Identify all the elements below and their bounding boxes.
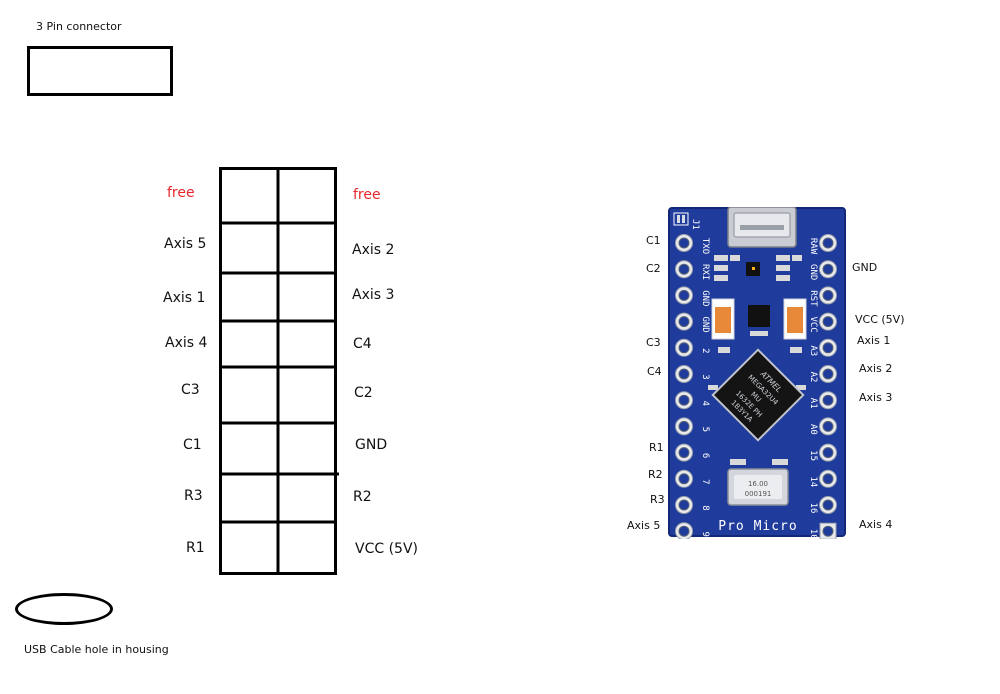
header-pad-hole — [822, 473, 834, 485]
capacitor-left — [715, 307, 731, 333]
header-pad-hole — [822, 289, 834, 301]
pin-silk-label: RXI — [700, 264, 710, 280]
header-pad-hole — [678, 263, 690, 275]
pin-silk-label: 14 — [808, 476, 818, 487]
grid-left-label: C1 — [183, 437, 202, 453]
board-left-label: C4 — [647, 365, 662, 378]
board-left-label: C1 — [646, 234, 661, 247]
header-pad-hole — [822, 342, 834, 354]
header-pad-hole — [678, 420, 690, 432]
usb-cable-hole-outline — [15, 593, 113, 625]
header-pad-hole — [822, 394, 834, 406]
grid-right-label: GND — [355, 437, 388, 453]
pin-silk-label: VCC — [808, 316, 818, 332]
board-left-label: R1 — [649, 441, 664, 454]
pin-silk-label: A3 — [808, 345, 818, 356]
board-left-label: R2 — [648, 468, 663, 481]
usb-hole-label: USB Cable hole in housing — [24, 643, 169, 656]
crystal-text: 000191 — [745, 490, 772, 498]
grid-right-label: C2 — [354, 385, 373, 401]
pin-silk-label: A0 — [808, 424, 818, 435]
pin-silk-label: 7 — [700, 479, 710, 484]
header-pad-hole — [822, 499, 834, 511]
board-name: Pro Micro — [718, 519, 797, 534]
header-pad-hole — [678, 368, 690, 380]
pin-silk-label: RAW — [808, 238, 818, 255]
board-left-label: C2 — [646, 262, 661, 275]
board-left-label: C3 — [646, 336, 661, 349]
grid-left-label: R3 — [184, 488, 203, 504]
grid-right-label: R2 — [353, 489, 372, 505]
pin-silk-label: 2 — [700, 348, 710, 353]
header-pad-hole — [678, 237, 690, 249]
pin-silk-label: 6 — [700, 453, 710, 458]
connector-grid — [219, 167, 339, 575]
header-pad-hole — [678, 316, 690, 328]
header-pad-hole — [678, 473, 690, 485]
board-right-label: Axis 1 — [857, 334, 891, 347]
grid-left-label: C3 — [181, 382, 200, 398]
pin-silk-label: 8 — [700, 505, 710, 510]
crystal-text: 16.00 — [748, 480, 768, 488]
regulator-chip — [748, 305, 770, 327]
right-header-pads — [819, 234, 837, 539]
pin-silk-label: GND — [700, 290, 710, 306]
grid-left-label: Axis 5 — [164, 236, 207, 252]
grid-left-label: Axis 1 — [163, 290, 206, 306]
grid-left-label: R1 — [186, 540, 205, 556]
pin-silk-label: 5 — [700, 427, 710, 432]
pin-silk-label: GND — [700, 316, 710, 332]
pin-silk-label: 16 — [808, 503, 818, 514]
pin-silk-label: TXO — [700, 238, 710, 254]
board-right-label: VCC (5V) — [855, 313, 905, 326]
header-pad-hole — [678, 342, 690, 354]
grid-right-label: Axis 3 — [352, 287, 395, 303]
board-right-label: Axis 3 — [859, 391, 893, 404]
main-mcu-chip — [711, 348, 805, 442]
grid-right-label: C4 — [353, 336, 372, 352]
header-pad-hole — [678, 499, 690, 511]
pin-silk-label: 10 — [808, 529, 818, 539]
pin-silk-label: 9 — [700, 531, 710, 536]
grid-right-label: VCC (5V) — [355, 541, 418, 557]
left-header-pads — [675, 234, 693, 539]
board-right-label: Axis 4 — [859, 518, 893, 531]
pin-silk-label: A2 — [808, 372, 818, 383]
pin-silk-label: A1 — [808, 398, 818, 409]
header-pad-hole — [678, 289, 690, 301]
board-right-label: GND — [852, 261, 878, 274]
header-pad-hole — [822, 525, 834, 537]
pin-silk-label: RST — [808, 290, 818, 307]
pin-silk-label: 3 — [700, 374, 710, 379]
grid-left-label: free — [167, 185, 195, 201]
board-right-label: Axis 2 — [859, 362, 893, 375]
header-pad-hole — [678, 525, 690, 537]
pro-micro-board: J1 ATMEL MEGA32U4 MU 1632E PH 1B3Y1A 16.… — [668, 207, 846, 539]
header-pad-hole — [822, 368, 834, 380]
pin-silk-label: GND — [808, 264, 818, 280]
grid-left-label: Axis 4 — [165, 335, 208, 351]
pin-silk-label: 15 — [808, 450, 818, 461]
header-pad-hole — [822, 316, 834, 328]
three-pin-connector-outline — [27, 46, 173, 96]
header-pad-hole — [822, 420, 834, 432]
header-pad-hole — [822, 237, 834, 249]
connector-title: 3 Pin connector — [36, 20, 122, 33]
board-left-label: R3 — [650, 493, 665, 506]
header-pad-hole — [678, 447, 690, 459]
capacitor-right — [787, 307, 803, 333]
left-pin-silk: TXO RXI GND GND 2 3 4 5 6 7 8 9 — [700, 238, 710, 537]
header-pad-hole — [678, 394, 690, 406]
jumper-label: J1 — [690, 219, 700, 230]
header-pad-hole — [822, 263, 834, 275]
header-pad-hole — [822, 447, 834, 459]
pin-silk-label: 4 — [700, 400, 710, 405]
grid-right-label: free — [353, 187, 381, 203]
board-left-label: Axis 5 — [627, 519, 661, 532]
grid-right-label: Axis 2 — [352, 242, 395, 258]
